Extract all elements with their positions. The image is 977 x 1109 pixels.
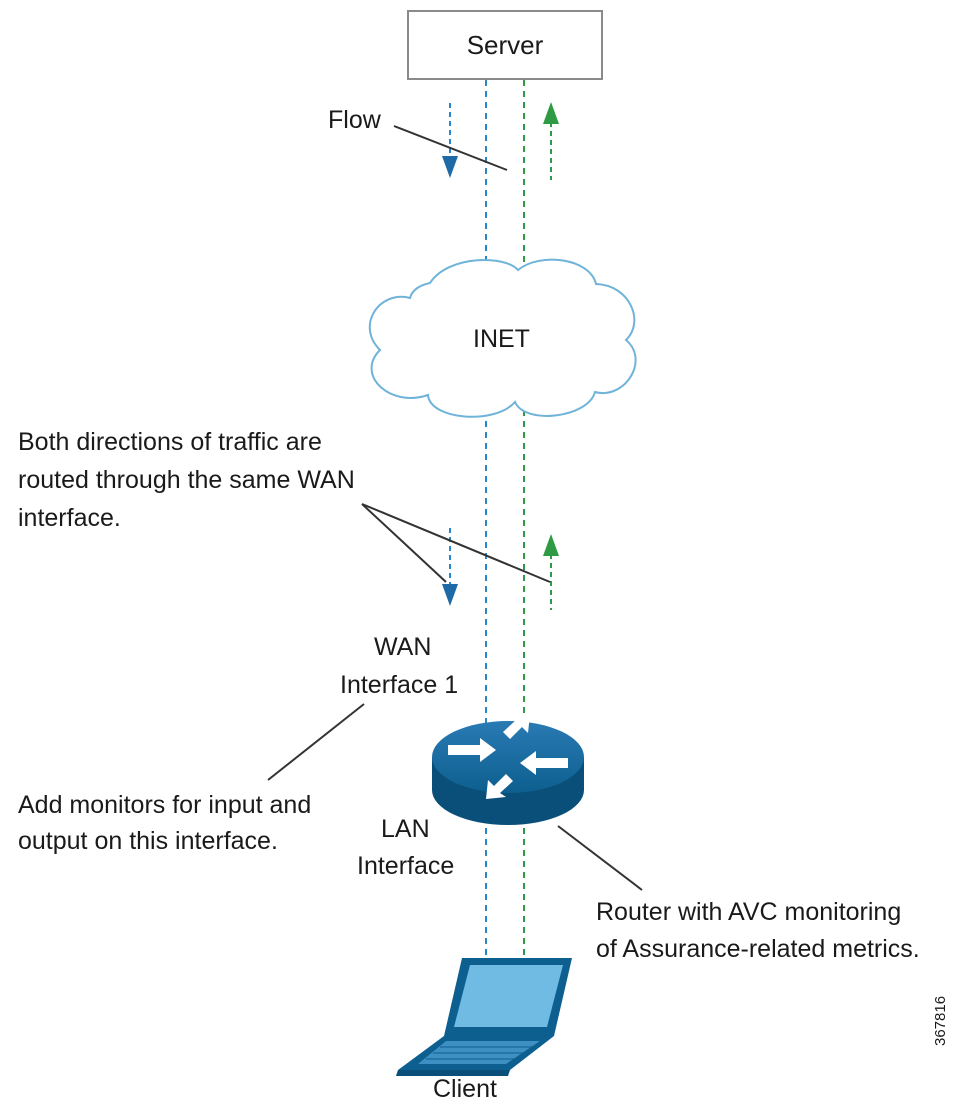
down-arrow-icon — [442, 584, 458, 606]
top-flow-arrows — [442, 102, 559, 180]
laptop-icon — [396, 958, 572, 1076]
router-icon — [432, 714, 584, 825]
wan-callout-line — [267, 703, 365, 781]
up-arrow-icon — [543, 534, 559, 556]
flow-lines — [485, 80, 525, 960]
both-directions-line-1: Both directions of traffic are — [18, 428, 322, 456]
figure-id: 367816 — [932, 995, 949, 1046]
up-arrow-icon — [543, 102, 559, 124]
router-note-line-1: Router with AVC monitoring — [596, 898, 902, 926]
inet-label: INET — [473, 325, 530, 353]
add-monitors-line-1: Add monitors for input and — [18, 791, 312, 819]
both-directions-line-3: interface. — [18, 504, 121, 532]
both-directions-callout-right — [361, 503, 551, 583]
lan-interface-line-2: Interface — [357, 852, 455, 880]
wan-flow-arrows — [442, 528, 559, 610]
flow-callout-line — [393, 125, 508, 171]
flow-label: Flow — [328, 106, 381, 134]
wan-interface-line-1: WAN — [374, 633, 432, 661]
callout-lines — [267, 125, 643, 891]
cloud-icon — [368, 258, 637, 418]
both-directions-callout-left — [361, 503, 447, 583]
add-monitors-line-2: output on this interface. — [18, 827, 278, 855]
wan-interface-line-2: Interface 1 — [340, 671, 459, 699]
server-node: Server — [407, 10, 603, 80]
client-label: Client — [433, 1075, 497, 1103]
both-directions-line-2: routed through the same WAN — [18, 466, 355, 494]
lan-interface-line-1: LAN — [381, 815, 430, 843]
router-callout-line — [557, 825, 643, 891]
down-arrow-icon — [442, 156, 458, 178]
router-note-line-2: of Assurance-related metrics. — [596, 935, 920, 963]
server-label: Server — [466, 29, 544, 60]
